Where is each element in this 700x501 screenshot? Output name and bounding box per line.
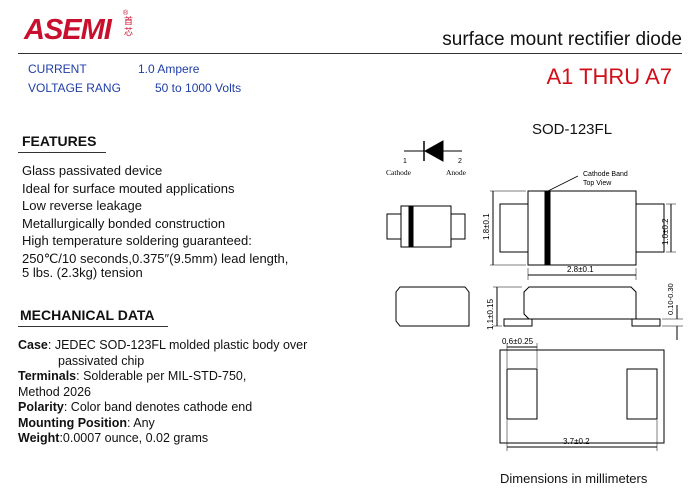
dim-height: 1.8±0.1 (482, 213, 491, 240)
case-row: Case: JEDEC SOD-123FL molded plastic bod… (18, 338, 308, 352)
bottom-view (499, 343, 665, 451)
brand-logo: ASEMI (24, 14, 112, 46)
part-range: A1 THRU A7 (546, 64, 672, 89)
top-view-label: Top View (583, 180, 612, 187)
current-value: 1.0 Ampere (138, 62, 200, 76)
case-row-cont: passivated chip (58, 353, 145, 368)
voltage-value: 50 to 1000 Volts (155, 81, 242, 95)
feature-item: Low reverse leakage (22, 198, 142, 213)
feature-item: Metallurgically bonded construction (22, 215, 226, 231)
feature-item: High temperature soldering guaranteed: (22, 233, 252, 248)
feature-item: 250℃/10 seconds,0.375″(9.5mm) lead lengt… (22, 250, 289, 266)
band-label: Cathode Band (583, 171, 628, 178)
side-view-left (386, 205, 466, 248)
weight-row: Weight:0.0007 ounce, 0.02 grams (18, 431, 209, 445)
package-name: SOD-123FL (532, 121, 613, 138)
pin2-label: 2 (458, 158, 462, 165)
cathode-label: Cathode (386, 168, 412, 177)
document-title: surface mount rectifier diode (442, 29, 682, 50)
pin1-label: 1 (403, 158, 407, 165)
features-underline (18, 152, 106, 153)
features-heading: FEATURES (22, 133, 97, 149)
polarity-row: Polarity: Color band denotes cathode end (18, 400, 253, 414)
current-label: CURRENT (28, 62, 87, 76)
dim-lead-thickness: 0.10-0.30 (666, 283, 675, 315)
voltage-label: VOLTAGE RANG (28, 81, 121, 95)
dim-width: 2.8±0.1 (567, 265, 594, 274)
dim-lead-length: 0.6±0.25 (502, 337, 534, 346)
dim-thickness: 1.1±0.15 (486, 298, 495, 330)
feature-item: 5 lbs. (2.3kg) tension (22, 265, 143, 280)
feature-item: Ideal for surface mouted applications (22, 180, 235, 196)
header-divider (18, 53, 682, 54)
dimensions-note: Dimensions in millimeters (500, 471, 648, 486)
diode-symbol-icon (404, 140, 462, 162)
mounting-row: Mounting Position: Any (18, 415, 155, 430)
mechanical-data: Case: JEDEC SOD-123FL molded plastic bod… (18, 338, 358, 447)
mechanical-heading: MECHANICAL DATA (20, 307, 155, 323)
dim-total-length: 3.7±0.2 (563, 437, 590, 446)
terminals-row: Terminals: Solderable per MIL-STD-750, (18, 369, 247, 383)
dim-lead-height: 1.0±0.2 (661, 218, 670, 245)
features-list: Glass passivated device Ideal for surfac… (22, 162, 288, 282)
registered-mark: ® (123, 10, 129, 17)
feature-item: Glass passivated device (22, 163, 163, 178)
brand-logo-cn: 首芯 (124, 17, 134, 38)
mechanical-underline (18, 326, 168, 327)
terminals-row-cont: Method 2026 (18, 384, 91, 399)
top-view (490, 175, 676, 280)
side-view (395, 286, 683, 340)
anode-label: Anode (446, 168, 467, 177)
